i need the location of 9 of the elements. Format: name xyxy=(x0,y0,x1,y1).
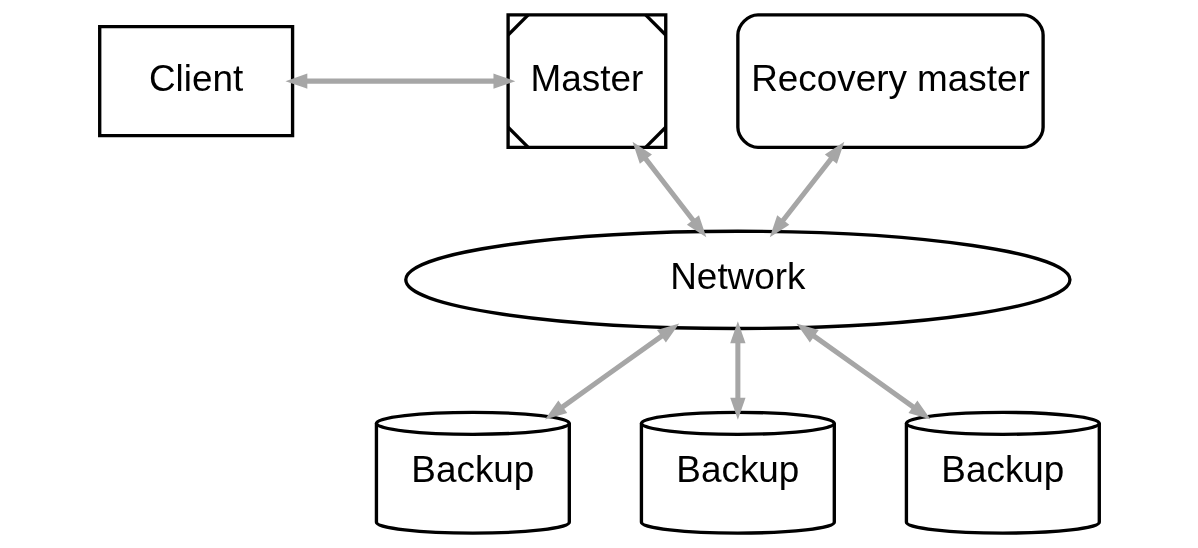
arrow xyxy=(632,141,706,238)
node-box: Recovery master xyxy=(735,13,1045,150)
arrow xyxy=(729,321,745,420)
arrow xyxy=(544,323,679,420)
arrow xyxy=(796,323,931,420)
node-ellipse: Network xyxy=(403,229,1072,331)
arrow xyxy=(769,141,844,238)
node-box: Client xyxy=(97,24,294,138)
arrow xyxy=(284,73,515,89)
